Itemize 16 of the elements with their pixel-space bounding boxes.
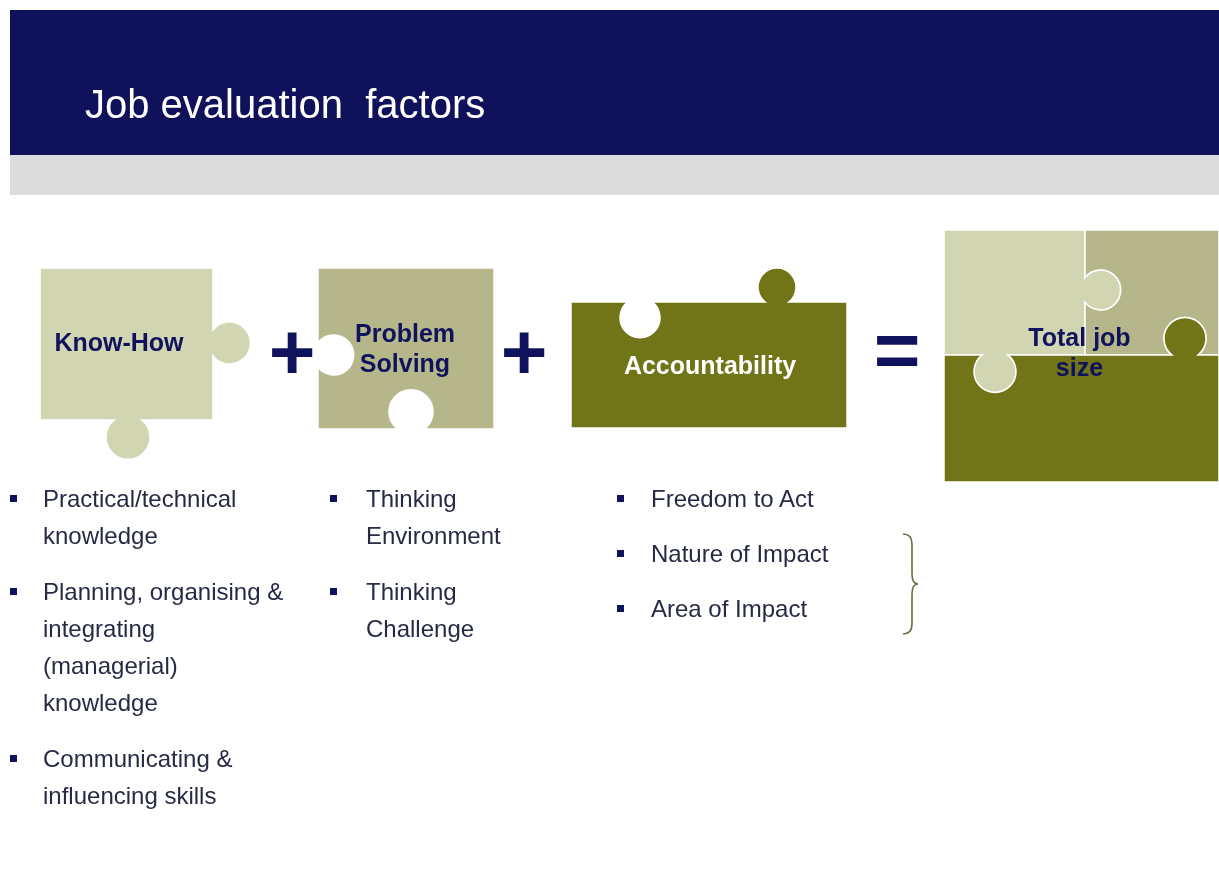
piece-label: Problem Solving <box>354 318 456 378</box>
equals-sign: = <box>872 310 922 390</box>
piece-label: Total job size <box>1027 322 1132 382</box>
bullet-text: Thinking Challenge <box>366 577 476 644</box>
bullet-text: Communicating & influencing skills <box>43 744 234 811</box>
bullet-text: Practical/technical knowledge <box>43 484 238 551</box>
bullet-text: Area of Impact <box>651 594 809 624</box>
bullet-text: Thinking Environment <box>366 484 502 551</box>
bullet-text: Nature of Impact <box>651 539 830 569</box>
piece-label: Accountability <box>622 350 798 380</box>
plus-sign: + <box>499 312 549 392</box>
piece-label: Know-How <box>53 327 185 357</box>
plus-sign: + <box>267 312 317 392</box>
bullet-text: Freedom to Act <box>651 484 815 514</box>
title: Job evaluation factors <box>85 81 486 128</box>
bullet-text: Planning, organising & integrating (managerial) knowledge <box>43 577 285 718</box>
